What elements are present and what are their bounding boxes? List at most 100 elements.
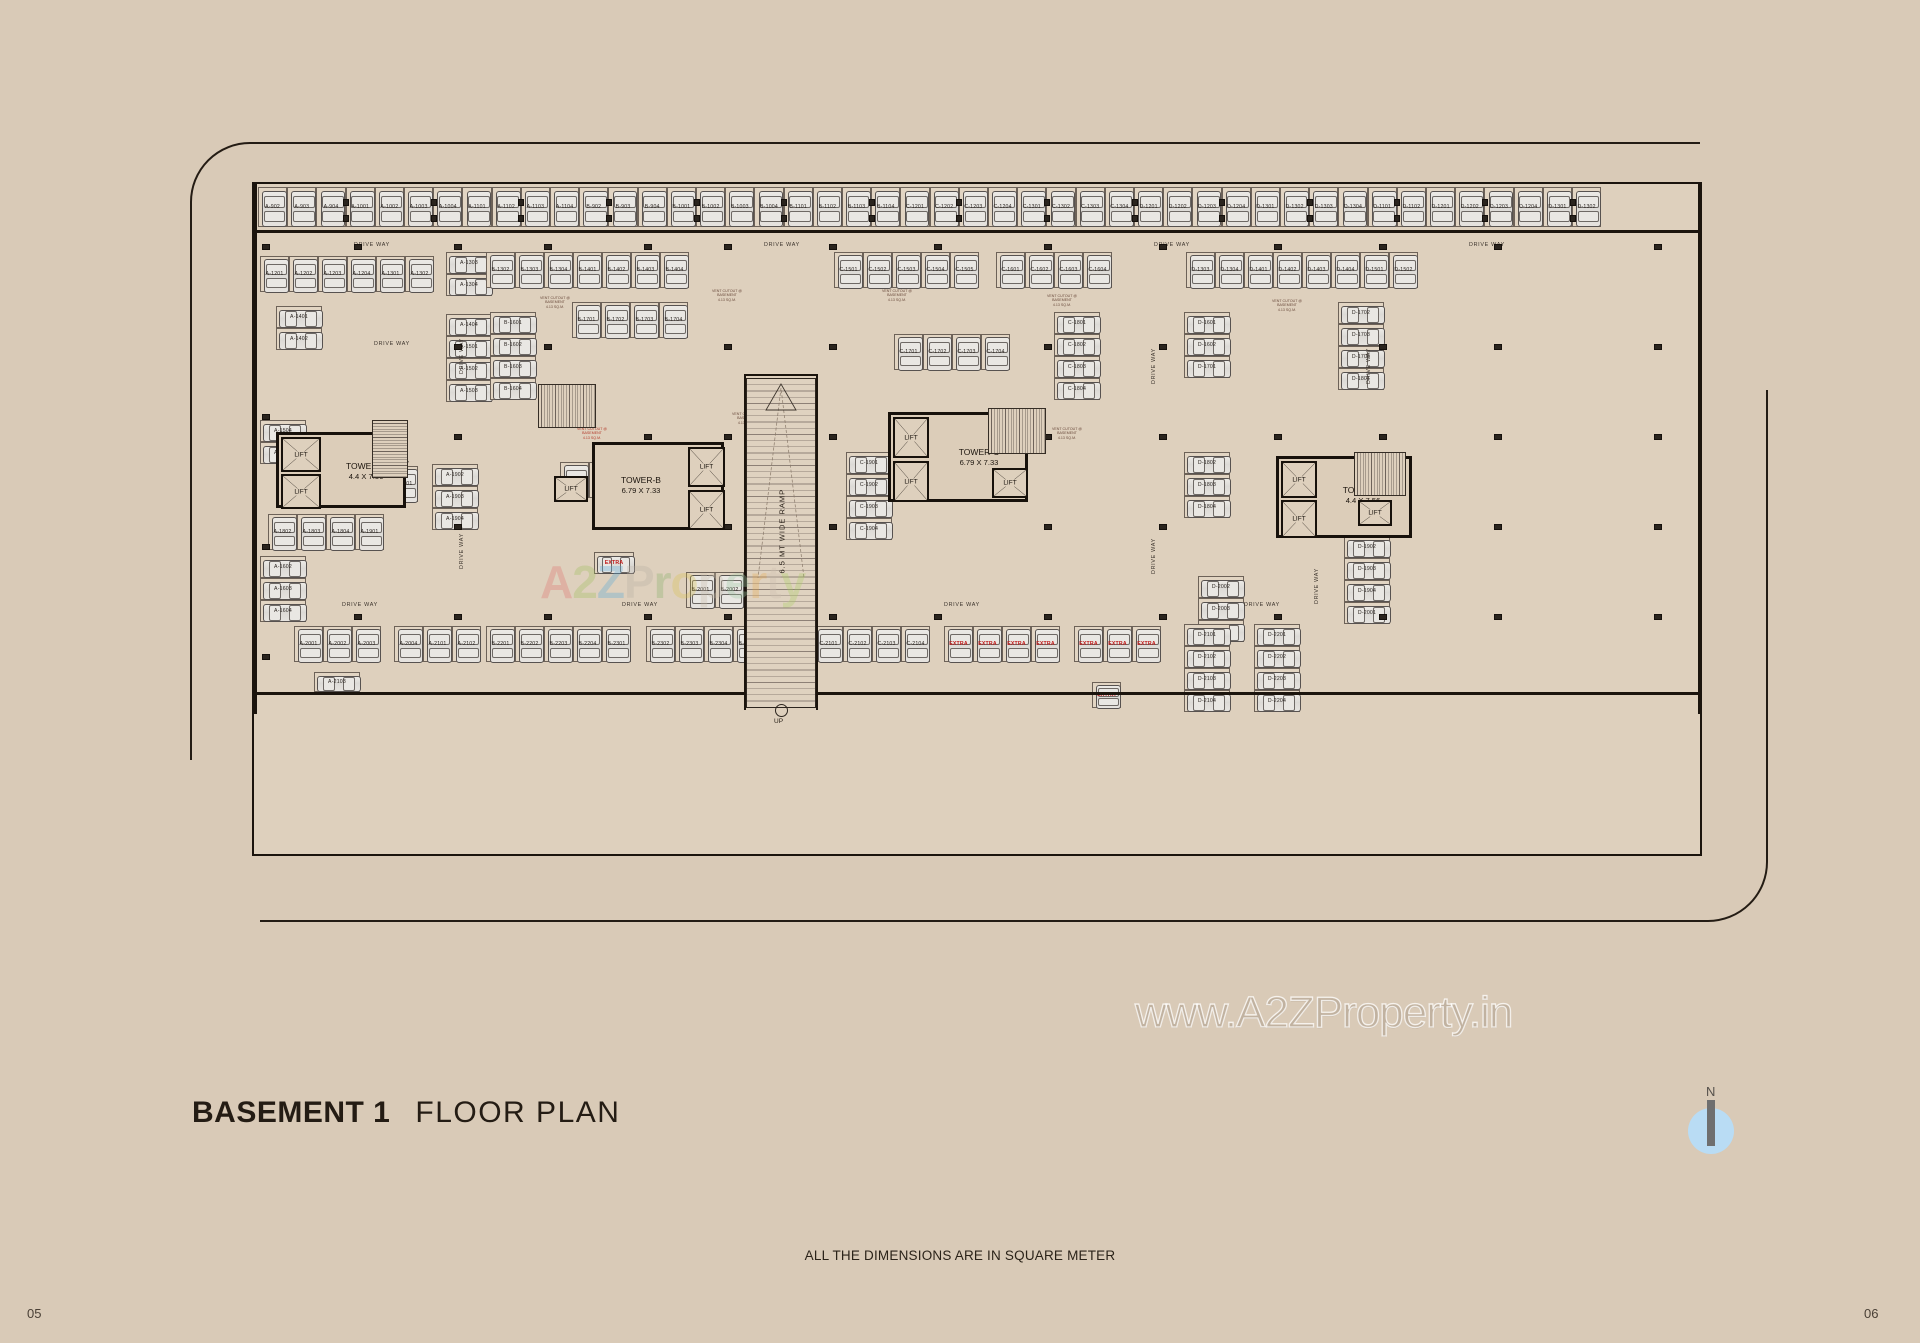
car-icon <box>278 330 323 351</box>
car-icon <box>1457 189 1485 228</box>
car-icon <box>848 498 893 519</box>
structural-column <box>1379 434 1387 440</box>
parking-bay: A-1402 <box>276 328 323 351</box>
car-icon <box>1027 254 1054 289</box>
car-icon <box>688 574 715 609</box>
parking-bay: A-903 <box>287 187 317 228</box>
parking-bay: C-1502 <box>863 252 892 289</box>
structural-column <box>781 215 788 222</box>
structural-column <box>724 524 732 530</box>
car-icon <box>961 189 988 228</box>
lift-label: LIFT <box>1283 515 1315 523</box>
parking-bay: A-2004 <box>394 626 423 663</box>
parking-bay: D-1401 <box>1244 252 1273 289</box>
structural-column <box>934 614 942 620</box>
wall-segment <box>254 230 1700 233</box>
car-icon <box>434 510 479 531</box>
parking-bay: A-1602 <box>260 556 307 579</box>
car-icon <box>1346 538 1391 559</box>
car-icon <box>1304 254 1331 289</box>
driveway-label: DRIVE WAY <box>1244 602 1280 608</box>
car-icon <box>1311 189 1339 228</box>
lift-a-2: LIFT <box>281 474 321 509</box>
parking-bay: C-2102 <box>843 626 872 663</box>
car-icon <box>357 516 384 551</box>
parking-bay: EXTRA <box>594 552 635 575</box>
car-icon <box>262 602 307 623</box>
car-icon <box>1194 189 1222 228</box>
driveway-label: DRIVE WAY <box>342 602 378 608</box>
parking-bay: A-1904 <box>432 508 479 531</box>
parking-bay: D-1203 <box>1484 187 1514 228</box>
structural-column <box>262 544 270 550</box>
parking-bay: D-1201 <box>1134 187 1164 228</box>
structural-column <box>1379 344 1387 350</box>
parking-bay: D-1904 <box>1344 580 1391 603</box>
parking-bay: EXTRA <box>1074 626 1103 663</box>
parking-bay: C-1604 <box>1083 252 1112 289</box>
parking-bay: C-2101 <box>814 626 843 663</box>
car-icon <box>923 254 950 289</box>
car-icon <box>517 254 544 289</box>
car-icon <box>648 628 675 663</box>
car-icon <box>1056 254 1083 289</box>
parking-bay: A-1502 <box>446 358 493 381</box>
parking-bay: B-2303 <box>675 626 704 663</box>
car-icon <box>1486 189 1514 228</box>
lift-label: LIFT <box>895 478 927 485</box>
car-icon <box>1004 628 1031 663</box>
structural-column <box>1159 244 1167 250</box>
car-icon <box>1186 454 1231 475</box>
parking-bay: B-1304 <box>544 252 573 289</box>
car-icon <box>488 254 515 289</box>
driveway-label: DRIVE WAY <box>354 242 390 248</box>
car-icon <box>328 516 355 551</box>
parking-bay: A-1302 <box>405 256 434 293</box>
parking-bay: A-1404 <box>446 314 493 337</box>
structural-column <box>868 215 875 222</box>
lift-b-1: LIFT <box>688 447 725 487</box>
car-icon <box>1200 578 1245 599</box>
parking-bay: C-1803 <box>1054 356 1101 379</box>
car-icon <box>318 189 346 228</box>
parking-bay: C-2103 <box>872 626 901 663</box>
ramp-label: 6.5 MT WIDE RAMP <box>777 488 787 574</box>
car-icon <box>552 189 579 228</box>
structural-column <box>1043 199 1050 206</box>
parking-bay: D-1404 <box>1331 252 1360 289</box>
driveway-label: DRIVE WAY <box>1154 242 1190 248</box>
parking-bay: A-1102 <box>491 187 521 228</box>
parking-bay: A-1901 <box>355 514 384 551</box>
parking-bay: D-1202 <box>1455 187 1485 228</box>
parking-bay: C-1505 <box>950 252 979 289</box>
structural-column <box>1494 614 1502 620</box>
parking-bay: C-2104 <box>901 626 930 663</box>
structural-column <box>1394 199 1401 206</box>
car-icon <box>1399 189 1426 228</box>
structural-column <box>829 434 837 440</box>
parking-bay: B-1403 <box>631 252 660 289</box>
parking-bay: A-1101 <box>462 187 492 228</box>
core-title-tower-c: TOWER-C 6.79 X 7.33 <box>933 447 1025 467</box>
car-icon <box>786 189 813 228</box>
structural-column <box>1379 614 1387 620</box>
parking-bay: D-2001 <box>1344 602 1391 625</box>
car-icon <box>1246 254 1273 289</box>
car-icon <box>581 189 609 228</box>
parking-bay: A-1803 <box>297 514 326 551</box>
parking-bay: C-1702 <box>923 334 952 371</box>
car-icon <box>677 628 704 663</box>
driveway-label: DRIVE WAY <box>1151 538 1157 574</box>
car-icon <box>435 189 463 228</box>
parking-bay: C-1302 <box>1046 187 1076 228</box>
car-icon <box>434 488 479 509</box>
car-icon <box>1165 189 1193 228</box>
page-number-left: 05 <box>27 1306 42 1321</box>
structural-column <box>644 434 652 440</box>
car-icon <box>1186 336 1231 357</box>
parking-bay: B-2301 <box>602 626 631 663</box>
car-icon <box>325 628 352 663</box>
